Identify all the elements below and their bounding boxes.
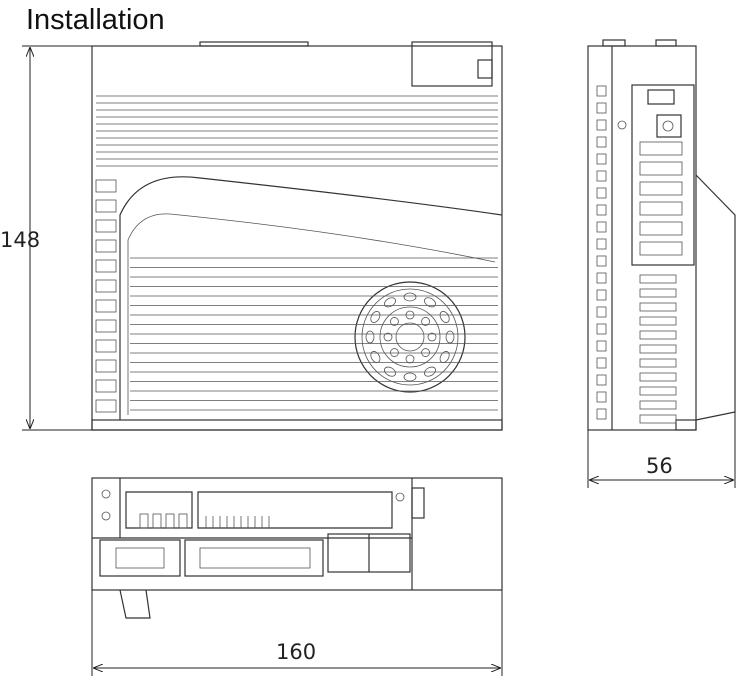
- width-dimension-label: 160: [276, 640, 317, 664]
- front-view: [91, 41, 503, 431]
- bottom-view: [91, 477, 503, 619]
- depth-dimension-label: 56: [646, 454, 673, 478]
- dimension-lines: [22, 45, 736, 676]
- page-title: Installation: [26, 4, 165, 36]
- side-view: [587, 39, 736, 431]
- fan-grille: [354, 281, 466, 393]
